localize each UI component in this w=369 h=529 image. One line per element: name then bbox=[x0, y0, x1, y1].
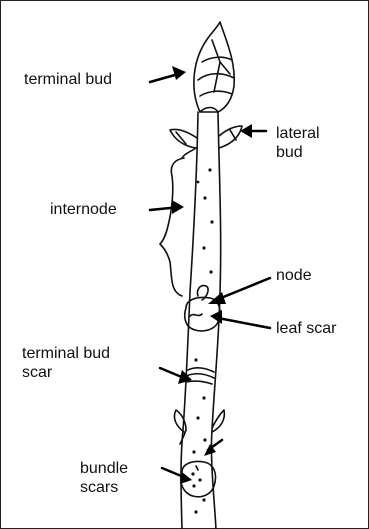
label-node: node bbox=[276, 266, 312, 285]
label-terminal-bud-scar: terminal bud scar bbox=[22, 344, 110, 382]
lower-lateral-buds bbox=[174, 410, 224, 444]
label-bundle-scars: bundle scars bbox=[80, 459, 128, 497]
label-internode: internode bbox=[50, 200, 117, 219]
pointer-arrows bbox=[150, 66, 270, 484]
label-lateral-bud: lateral bud bbox=[276, 124, 320, 162]
twig-stem bbox=[181, 112, 221, 529]
terminal-bud-scar-rings bbox=[186, 368, 214, 384]
label-terminal-bud: terminal bud bbox=[24, 70, 112, 89]
arrow-leaf-scar bbox=[218, 318, 270, 328]
lateral-buds bbox=[170, 126, 242, 158]
arrow-node bbox=[216, 278, 270, 300]
label-leaf-scar: leaf scar bbox=[276, 319, 336, 338]
terminal-bud bbox=[194, 22, 234, 112]
internode-bracket bbox=[160, 158, 184, 296]
